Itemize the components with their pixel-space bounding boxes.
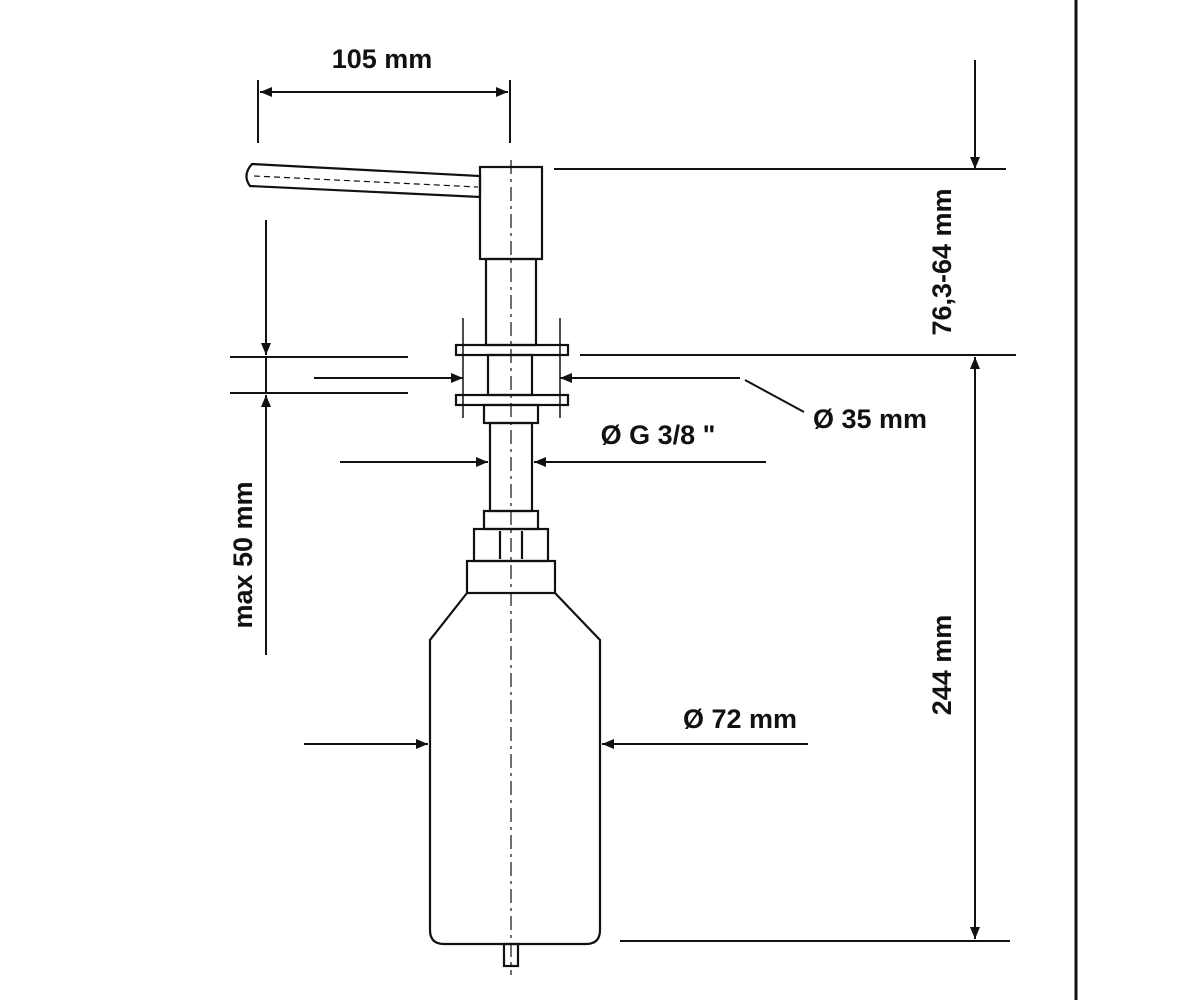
bottle-body [428, 592, 602, 946]
lower-washer [454, 393, 570, 407]
label-hole-diameter: Ø 35 mm [813, 404, 927, 434]
label-bottle-diameter: Ø 72 mm [683, 704, 797, 734]
label-below-counter: 244 mm [927, 615, 957, 716]
label-spout-reach: 105 mm [332, 44, 433, 74]
label-head-height: 76,3-64 mm [927, 188, 957, 335]
dim-below-counter [620, 357, 1010, 942]
dim-max-thickness [230, 220, 408, 655]
flange-ticks [462, 318, 561, 418]
dim-hole-diameter [314, 373, 805, 413]
label-thread: Ø G 3/8 " [601, 420, 716, 450]
label-max-thickness: max 50 mm [228, 481, 258, 628]
dispenser-outline [245, 162, 602, 968]
dim-spout-reach [257, 80, 511, 143]
spout [245, 162, 482, 199]
upper-flange [454, 343, 570, 357]
counter-clamp [486, 353, 534, 397]
dim-head-height [554, 60, 1016, 356]
